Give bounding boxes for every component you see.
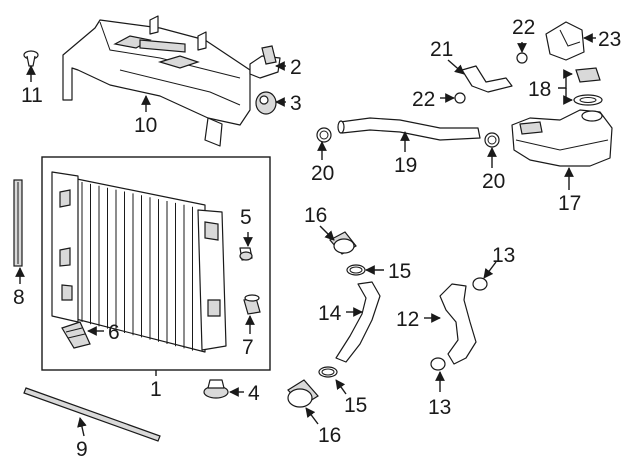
- lower-insulator-part[interactable]: [61, 321, 91, 349]
- hose-clamp-left[interactable]: [316, 127, 332, 143]
- callout-5: 5: [240, 206, 252, 229]
- callout-4: 4: [248, 382, 260, 405]
- lower-hose-part[interactable]: [335, 281, 381, 363]
- reservoir-part[interactable]: [511, 109, 613, 167]
- callout-22-top: 22: [512, 16, 535, 39]
- bypass-hose-part[interactable]: [439, 283, 477, 365]
- callout-23: 23: [598, 28, 621, 51]
- callout-1: 1: [150, 378, 162, 401]
- radiator-part[interactable]: [51, 171, 227, 353]
- callout-16-top: 16: [304, 204, 327, 227]
- callout-2: 2: [290, 56, 302, 79]
- callout-16-bottom: 16: [318, 424, 341, 447]
- callout-11: 11: [21, 84, 43, 107]
- callout-20-right: 20: [482, 170, 505, 193]
- callout-12: 12: [396, 308, 419, 331]
- upper-hose-part[interactable]: [337, 117, 481, 141]
- upper-baffle-part[interactable]: [62, 15, 251, 147]
- outlet-fitting-upper[interactable]: [329, 231, 357, 255]
- callout-21: 21: [430, 38, 453, 61]
- lower-seal-part[interactable]: [23, 387, 161, 442]
- callout-13-top: 13: [492, 244, 515, 267]
- small-clamp-left[interactable]: [454, 92, 466, 104]
- callout-17: 17: [558, 192, 581, 215]
- callout-9: 9: [76, 438, 88, 461]
- callout-10: 10: [134, 114, 157, 137]
- hose-clamp-right[interactable]: [484, 132, 500, 148]
- clamp-15-upper[interactable]: [346, 264, 366, 276]
- callout-20-left: 20: [311, 162, 334, 185]
- insulator-part[interactable]: [255, 91, 277, 115]
- callout-7: 7: [242, 336, 254, 359]
- drain-plug-part[interactable]: [239, 247, 253, 261]
- callout-18: 18: [528, 78, 551, 101]
- bottom-mount-part[interactable]: [203, 379, 229, 399]
- clamp-13-upper[interactable]: [472, 277, 488, 291]
- reservoir-cap-part[interactable]: [573, 67, 603, 106]
- callout-13-bottom: 13: [428, 396, 451, 419]
- callout-22-left: 22: [412, 88, 435, 111]
- side-seal-part[interactable]: [13, 179, 23, 267]
- callout-labels: 2 3 11 10 20 19 20 17 21 22 22 23 18 5 7…: [13, 16, 621, 461]
- clamp-15-lower[interactable]: [318, 366, 338, 378]
- callout-15-top: 15: [388, 260, 411, 283]
- small-clamp-top[interactable]: [516, 52, 528, 64]
- callout-8: 8: [13, 286, 25, 309]
- bracket-part[interactable]: [249, 45, 281, 79]
- mount-part[interactable]: [243, 294, 261, 315]
- callout-14: 14: [318, 302, 342, 325]
- leader-lines: [15, 33, 596, 437]
- callout-3: 3: [290, 92, 302, 115]
- callout-19: 19: [394, 154, 417, 177]
- overflow-hose-part[interactable]: [461, 65, 513, 93]
- cap-cover-part[interactable]: [545, 21, 585, 61]
- push-clip-part[interactable]: [23, 50, 39, 67]
- callout-15-bottom: 15: [344, 394, 367, 417]
- callout-6: 6: [108, 321, 120, 344]
- clamp-13-lower[interactable]: [430, 357, 446, 371]
- outlet-fitting-lower[interactable]: [287, 379, 319, 408]
